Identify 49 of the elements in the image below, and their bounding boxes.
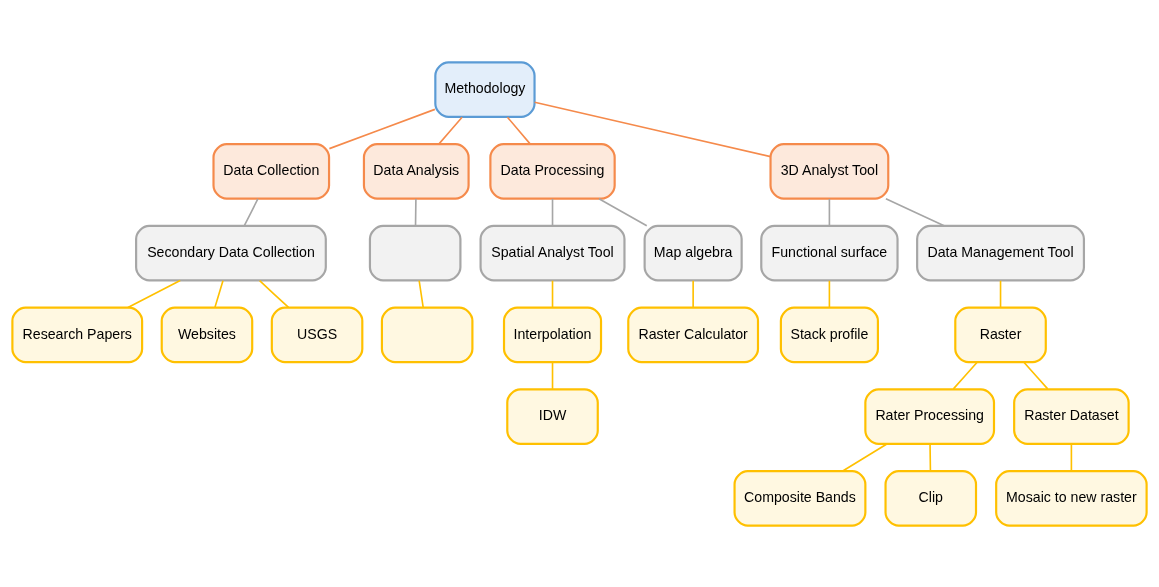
node-box [380, 306, 474, 363]
node-box: IDW [506, 387, 599, 445]
connector [551, 279, 554, 308]
connector [952, 361, 978, 390]
connector [999, 279, 1002, 308]
node-box: Data Processing [489, 142, 616, 200]
connector [243, 197, 259, 226]
node-box: Data Collection [212, 142, 331, 200]
node-box: Mosaic to new raster [995, 469, 1148, 527]
connector [885, 197, 945, 227]
connector [258, 279, 290, 308]
connector [692, 279, 694, 308]
connector [551, 361, 554, 390]
node-box: Secondary Data Collection [135, 224, 327, 281]
node-box: Functional surface [760, 224, 899, 281]
connector [828, 279, 831, 308]
connector [841, 442, 888, 472]
node-box: Data Management Tool [916, 224, 1085, 281]
node-box: Research Papers [11, 306, 144, 363]
connector [438, 115, 463, 144]
node-box: Raster [954, 306, 1047, 363]
node-box: 3D Analyst Tool [769, 142, 890, 200]
node-box: Map algebra [643, 224, 743, 281]
connector [418, 279, 424, 308]
connector [506, 115, 531, 144]
connector [214, 279, 224, 308]
connector [598, 197, 648, 227]
connector [414, 197, 417, 226]
node-box: Stack profile [779, 306, 879, 363]
node-box: Clip [884, 469, 978, 527]
connector [929, 442, 932, 471]
connector [127, 279, 181, 308]
node-box: Methodology [434, 60, 536, 118]
node-box: Raster Calculator [627, 306, 760, 363]
node-box: Spatial Analyst Tool [479, 224, 626, 281]
connector [533, 100, 772, 157]
connector [328, 108, 436, 149]
node-box: USGS [270, 306, 364, 363]
connector [1070, 442, 1073, 471]
node-box: Websites [160, 306, 254, 363]
node-box: Interpolation [502, 306, 603, 363]
node-box: Composite Bands [733, 469, 867, 527]
connector [828, 197, 831, 226]
connector [551, 197, 554, 226]
connector [1023, 361, 1049, 390]
node-box: Data Analysis [362, 142, 470, 200]
node-box [368, 224, 462, 281]
node-box: Rater Processing [864, 387, 996, 445]
node-box: Raster Dataset [1013, 387, 1130, 445]
